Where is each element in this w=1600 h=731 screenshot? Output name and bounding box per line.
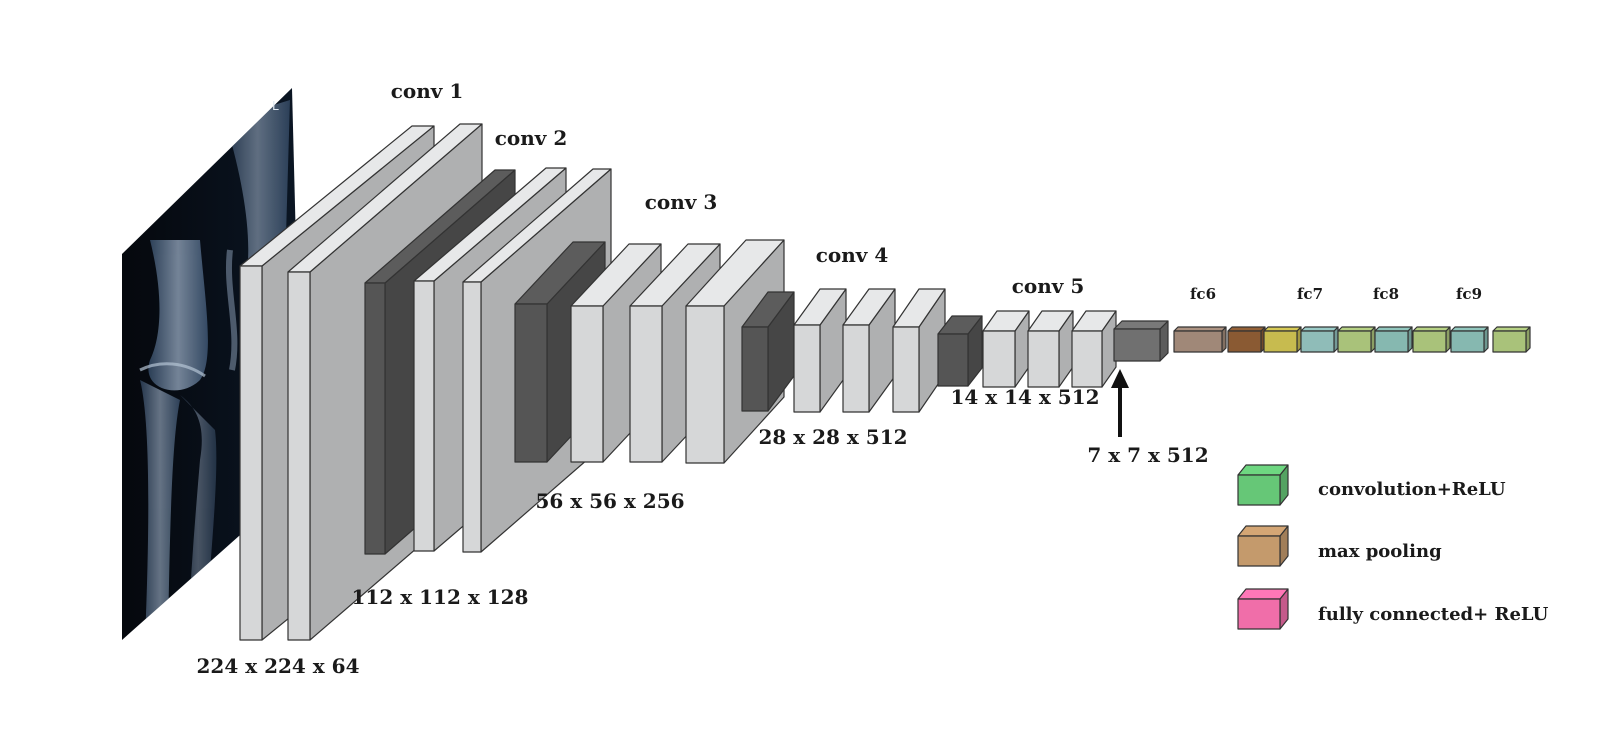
fc-block-9 — [1492, 326, 1531, 353]
dim-label-7: 7 x 7 x 512 — [1087, 443, 1208, 467]
legend-label-max-pooling: max pooling — [1318, 541, 1442, 562]
pool4-layer — [937, 315, 983, 387]
dim-label-56: 56 x 56 x 256 — [535, 489, 684, 513]
fc-label-fc9: fc9 — [1456, 285, 1482, 303]
stage-label-conv2: conv 2 — [495, 126, 568, 150]
stage-label-conv5: conv 5 — [1012, 274, 1085, 298]
conv4-layer-c — [892, 288, 946, 413]
legend-label-convolution-relu: convolution+ReLU — [1318, 479, 1506, 500]
layer-blocks — [239, 123, 1531, 641]
conv5-layer-b — [1027, 310, 1074, 388]
dim-label-14: 14 x 14 x 512 — [950, 385, 1099, 409]
fc-block-5 — [1337, 326, 1376, 353]
dim-label-224: 224 x 224 x 64 — [196, 654, 359, 678]
legend-cube-2 — [1237, 588, 1289, 630]
dim-label-112: 112 x 112 x 128 — [352, 585, 529, 609]
fc-block-7 — [1412, 326, 1451, 353]
fc-block-1 — [1173, 326, 1227, 353]
fc-block-6 — [1374, 326, 1413, 353]
stage-label-conv4: conv 4 — [816, 243, 889, 267]
fc-block-2 — [1227, 326, 1266, 353]
fc-block-8 — [1450, 326, 1489, 353]
arrow-icon — [1111, 369, 1129, 437]
legend-swatch-convolution-relu — [1237, 464, 1289, 506]
fc-label-fc7: fc7 — [1297, 285, 1323, 303]
stage-label-conv3: conv 3 — [645, 190, 718, 214]
legend-cube-0 — [1237, 464, 1289, 506]
fc-block-4 — [1300, 326, 1339, 353]
legend-swatch-fully-connected-relu — [1237, 588, 1289, 630]
conv4-layer-b — [842, 288, 896, 413]
pool3-layer — [741, 291, 795, 412]
legend: convolution+ReLU max pooling fully conne… — [1237, 464, 1549, 630]
pool5-layer — [1113, 320, 1169, 362]
fc-block-3 — [1263, 326, 1302, 353]
stage-label-conv1: conv 1 — [391, 79, 464, 103]
fc-label-fc8: fc8 — [1373, 285, 1399, 303]
legend-cube-1 — [1237, 525, 1289, 567]
conv5-layer-a — [982, 310, 1030, 388]
xray-marker: L — [272, 99, 279, 113]
fc-label-fc6: fc6 — [1190, 285, 1216, 303]
legend-swatch-max-pooling — [1237, 525, 1289, 567]
conv4-layer-a — [793, 288, 847, 413]
legend-label-fully-connected-relu: fully connected+ ReLU — [1318, 604, 1549, 625]
dim-label-28: 28 x 28 x 512 — [758, 425, 907, 449]
conv5-layer-c — [1071, 310, 1117, 388]
